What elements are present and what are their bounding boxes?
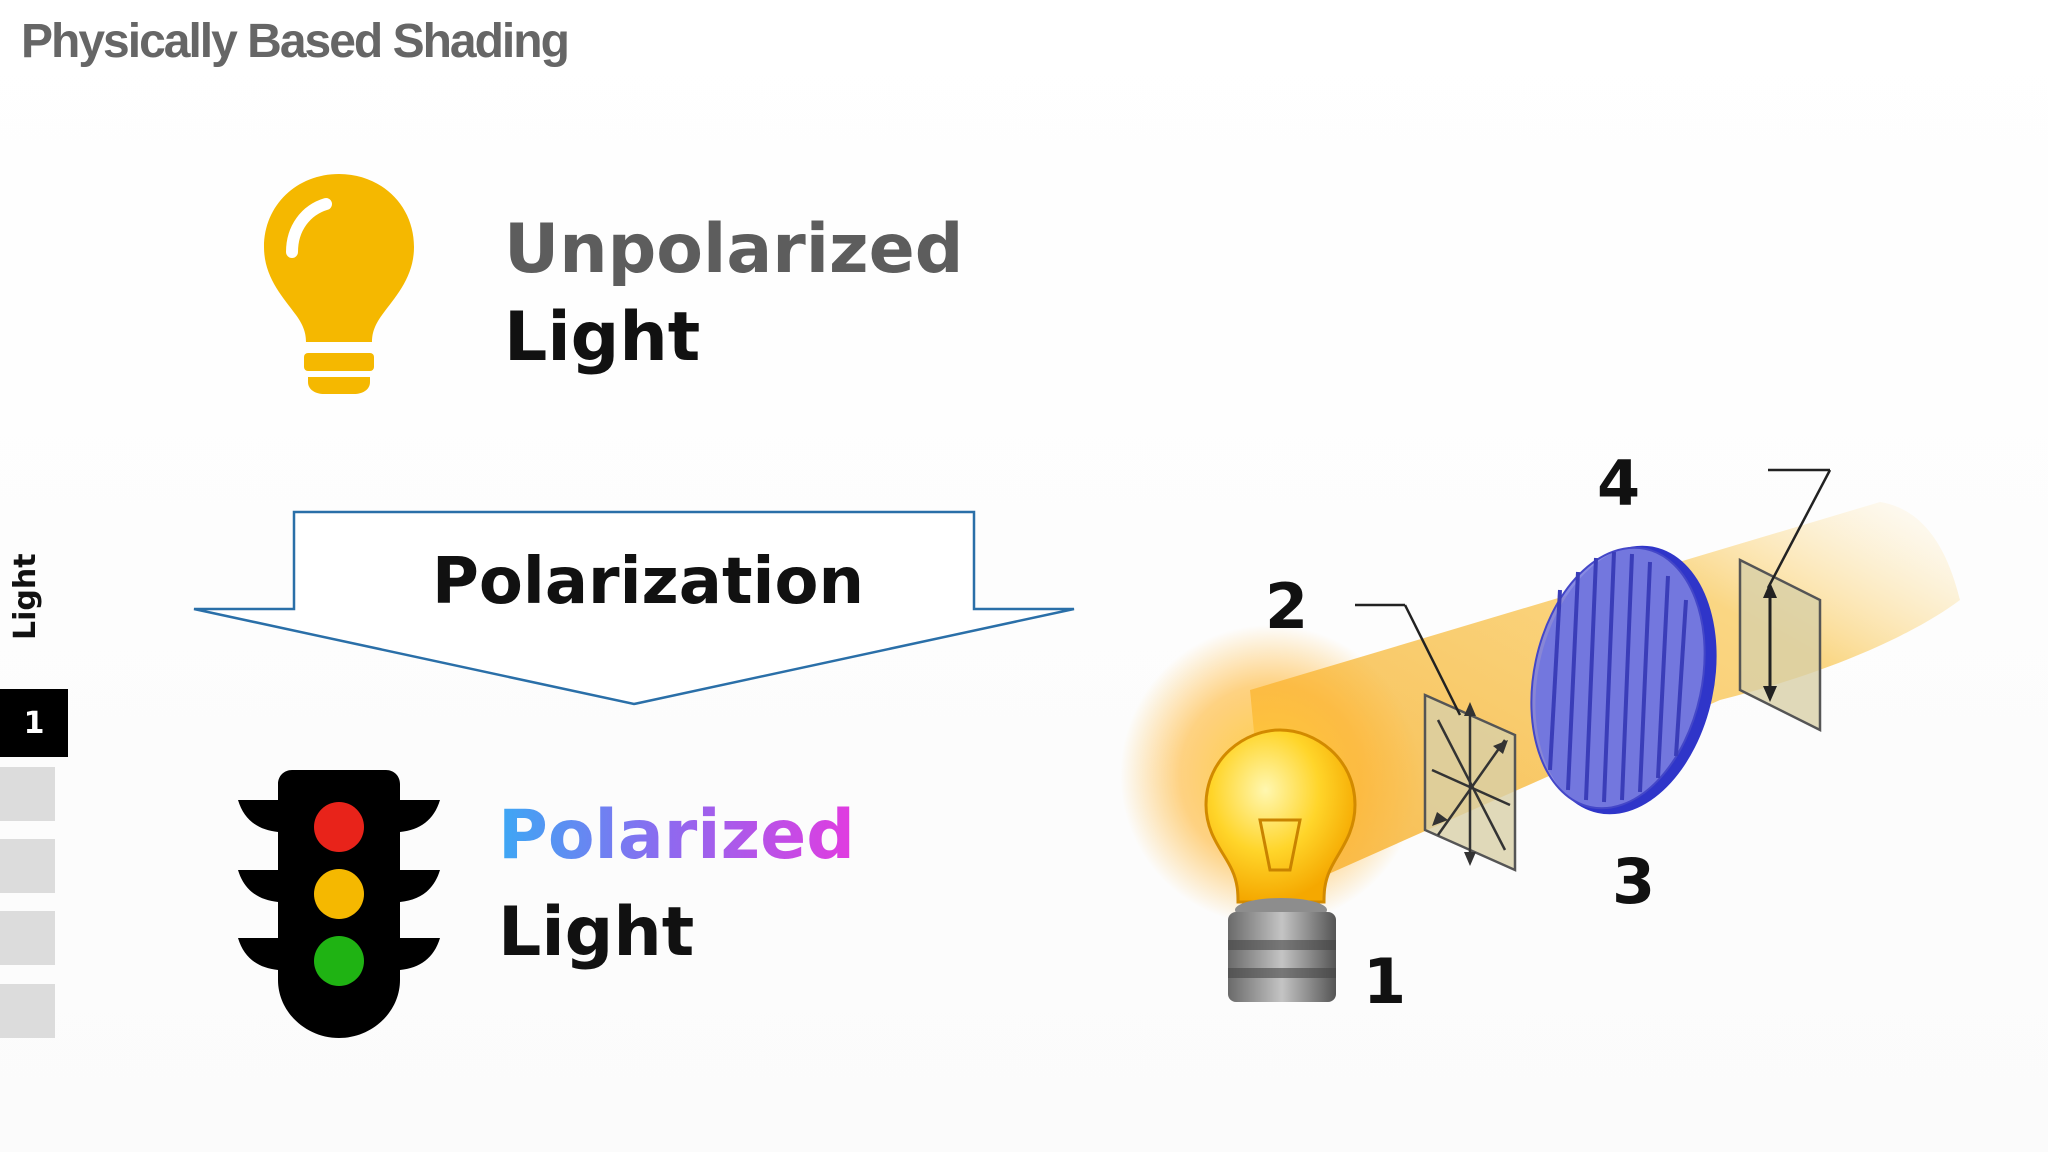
page-indicator-2[interactable] (0, 767, 55, 821)
unpolarized-arrows (1431, 708, 1511, 860)
diagram-label-1: 1 (1363, 945, 1407, 1018)
polarization-label: Polarization (432, 545, 864, 619)
diagram-label-3: 3 (1612, 845, 1656, 918)
polarized-panel (1738, 557, 1822, 733)
polarized-subheading: Light (498, 893, 695, 972)
page-indicator-4[interactable] (0, 911, 55, 965)
unpolarized-subheading: Light (504, 298, 701, 377)
diagram-label-2: 2 (1265, 570, 1309, 643)
bulb-base (1228, 912, 1336, 1002)
polarized-heading: Polarized (498, 796, 855, 875)
polarizer-grating (1548, 551, 1688, 803)
diagram-label-4: 4 (1597, 447, 1641, 520)
page-indicator-current[interactable]: 1 (0, 689, 68, 757)
lightbulb-icon (264, 174, 414, 394)
polarization-diagram (1120, 468, 1960, 1002)
traffic-light-icon (238, 770, 440, 1038)
unpolarized-heading: Unpolarized (504, 210, 964, 289)
page-indicator-3[interactable] (0, 839, 55, 893)
polarization-arrow (193, 510, 1075, 706)
page-indicator-5[interactable] (0, 984, 55, 1038)
slide-title: Physically Based Shading (21, 15, 570, 68)
